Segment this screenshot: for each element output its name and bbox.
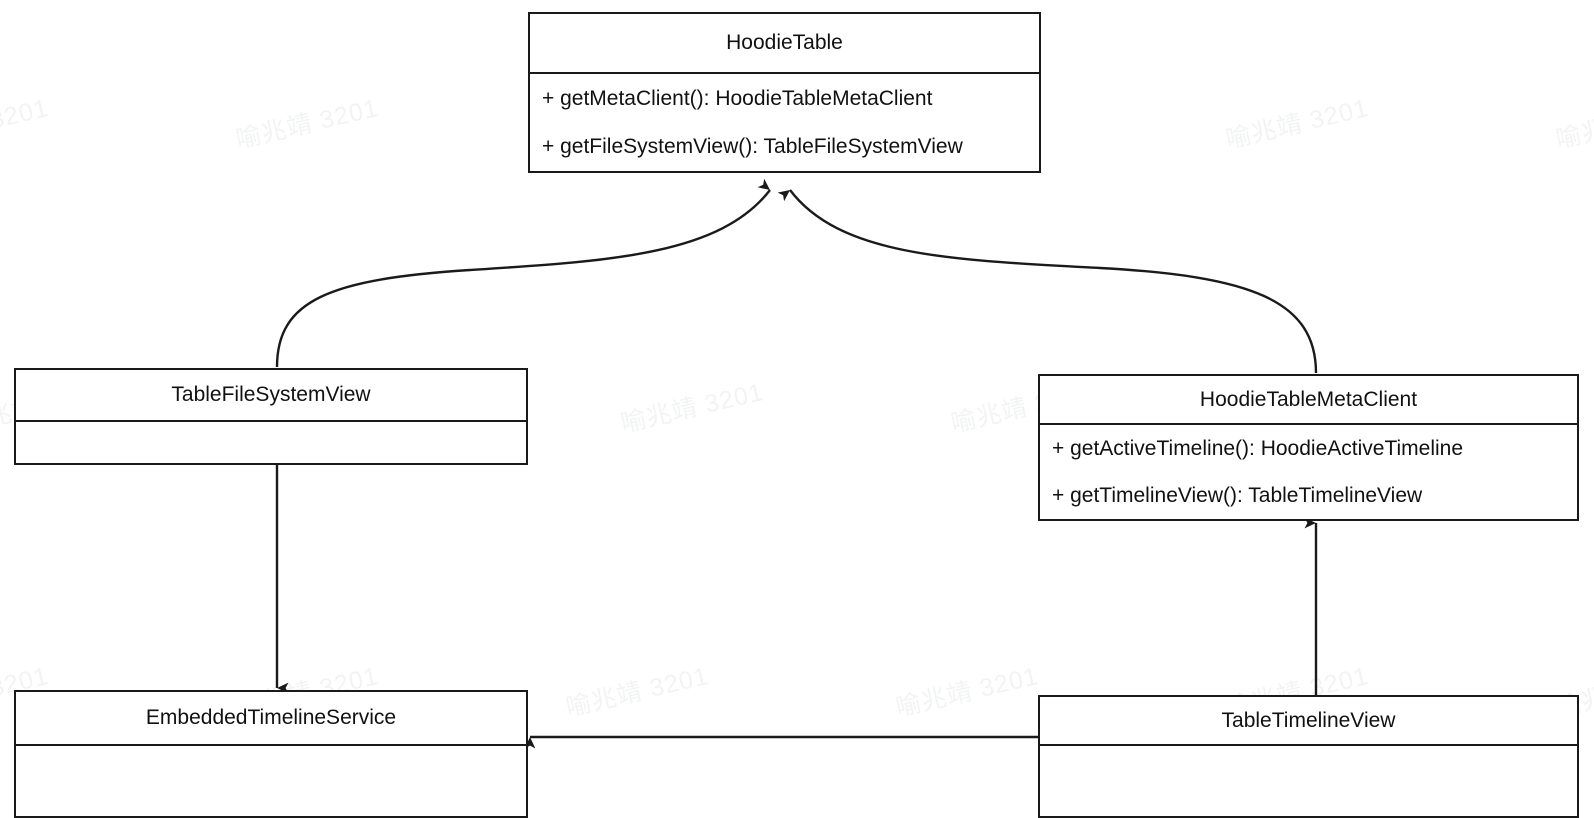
members-embeddedtimelineservice bbox=[16, 744, 526, 816]
watermark-text: 喻兆靖 3201 bbox=[1553, 94, 1594, 155]
uml-class-hoodietable[interactable]: HoodieTable + getMetaClient(): HoodieTab… bbox=[528, 12, 1041, 173]
class-name-tablefilesystemview: TableFileSystemView bbox=[171, 383, 371, 406]
uml-class-hoodietablemetaclient[interactable]: HoodieTableMetaClient + getActiveTimelin… bbox=[1038, 374, 1579, 521]
watermark-text: 喻兆靖 3201 bbox=[1223, 94, 1372, 155]
edge-hoodietablemetaclient-hoodietable bbox=[777, 189, 1318, 374]
uml-class-tablefilesystemview[interactable]: TableFileSystemView bbox=[14, 368, 528, 465]
member-row: + getFileSystemView(): TableFileSystemVi… bbox=[542, 134, 963, 158]
class-name-embeddedtimelineservice: EmbeddedTimelineService bbox=[145, 706, 397, 729]
edge-tablefilesystemview-hoodietable bbox=[275, 178, 771, 368]
watermark-text: 喻兆靖 3201 bbox=[893, 662, 1042, 723]
members-tablefilesystemview bbox=[16, 420, 526, 463]
member-row: + getTimelineView(): TableTimelineView bbox=[1052, 483, 1423, 507]
watermark-text: 喻兆靖 3201 bbox=[563, 662, 712, 723]
class-name-tabletimelineview: TableTimelineView bbox=[1221, 708, 1396, 732]
member-row: + getActiveTimeline(): HoodieActiveTimel… bbox=[1052, 436, 1464, 460]
member-row: + getMetaClient(): HoodieTableMetaClient bbox=[542, 86, 933, 110]
watermark-text: 喻兆靖 3201 bbox=[618, 378, 767, 439]
members-hoodietablemetaclient: + getActiveTimeline(): HoodieActiveTimel… bbox=[1040, 423, 1577, 519]
watermark-text: 喻兆靖 3201 bbox=[0, 94, 52, 154]
uml-class-tabletimelineview[interactable]: TableTimelineView bbox=[1038, 695, 1579, 818]
watermark-text: 喻兆靖 3201 bbox=[233, 94, 382, 155]
members-tabletimelineview bbox=[1040, 744, 1577, 816]
members-hoodietable: + getMetaClient(): HoodieTableMetaClient… bbox=[530, 72, 1039, 171]
class-name-hoodietablemetaclient: HoodieTableMetaClient bbox=[1199, 387, 1418, 411]
class-name-hoodietable: HoodieTable bbox=[726, 31, 843, 54]
uml-class-embeddedtimelineservice[interactable]: EmbeddedTimelineService bbox=[14, 690, 528, 818]
